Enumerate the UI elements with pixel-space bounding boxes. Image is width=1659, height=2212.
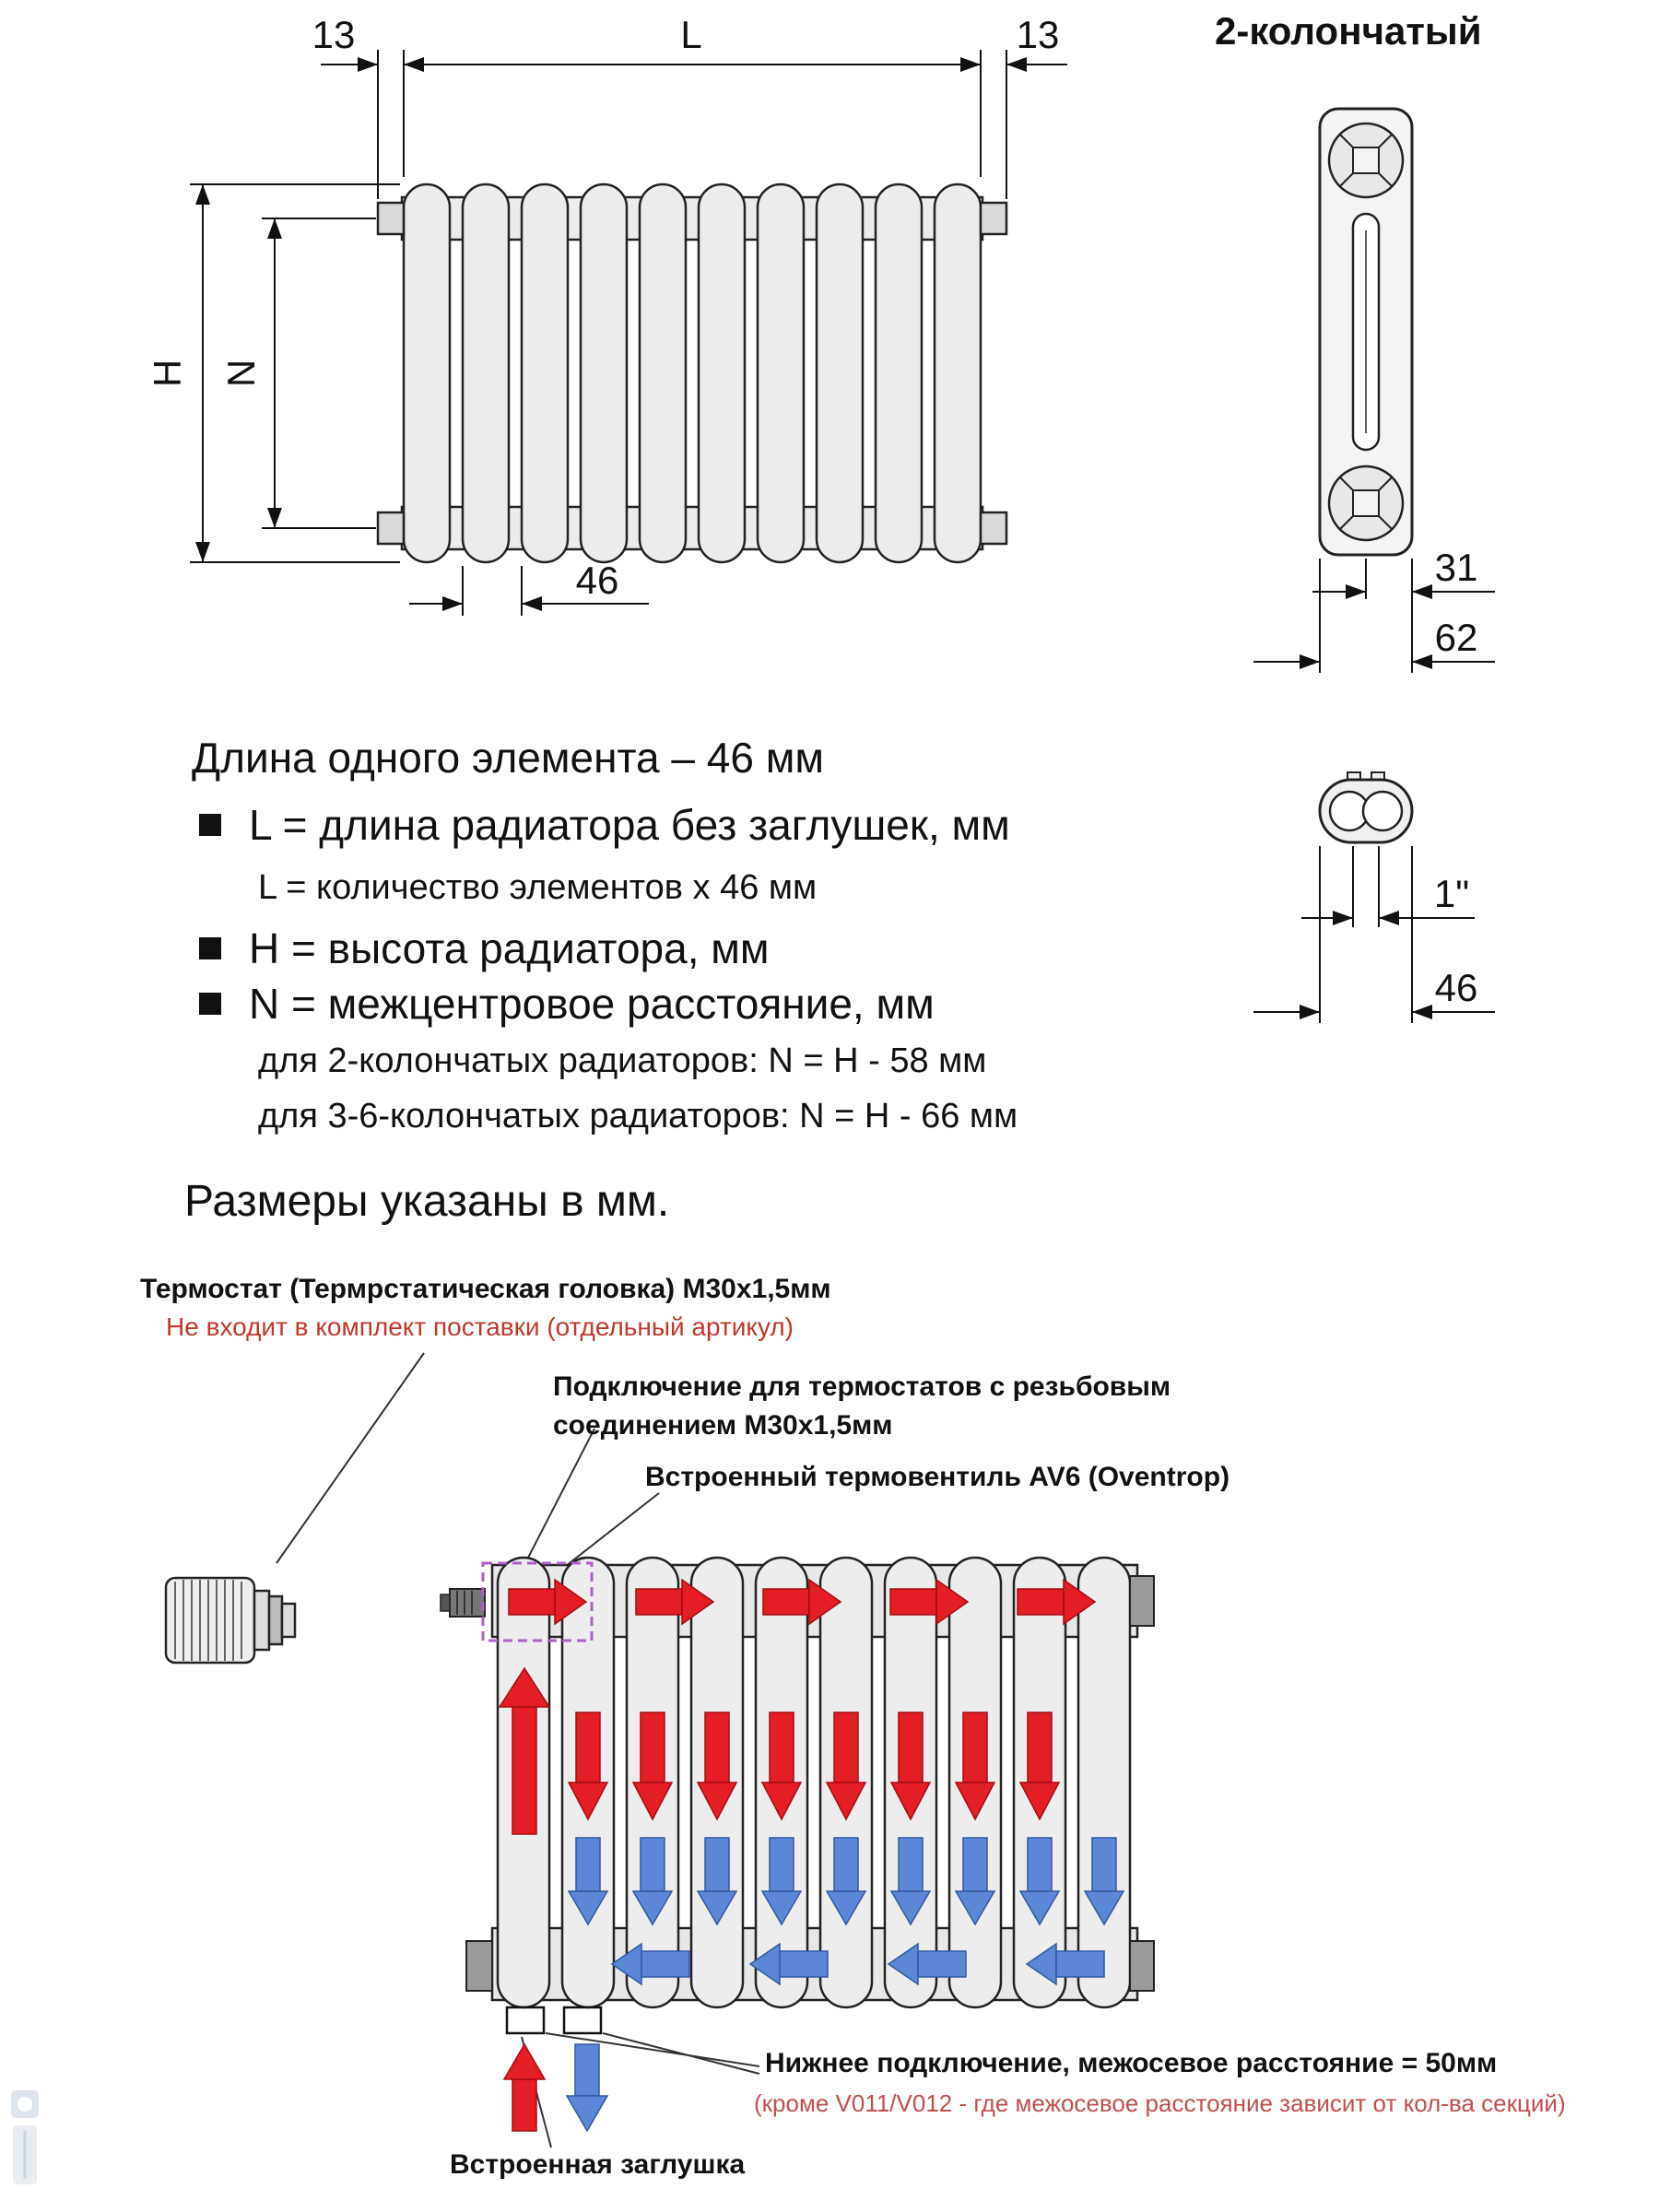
bottom-connection-note: (кроме V011/V012 - где межосевое расстоя… [754, 2089, 1566, 2117]
legend-H-label: H = высота радиатора, мм [249, 924, 770, 972]
legend-N-sub1: для 2-колончатых радиаторов: N = H - 58 … [258, 1041, 987, 1080]
leader-lines [276, 1352, 760, 2148]
valve-dashed-outline [481, 1561, 594, 1642]
valve-stub [440, 1588, 486, 1618]
connection-label-line2: соединением М30х1,5мм [553, 1410, 893, 1441]
dimension-left [190, 183, 400, 563]
radiator-front-view [376, 182, 1008, 564]
dimension-left-arrows [195, 184, 282, 562]
legend-L-sub: L = количество элементов x 46 мм [258, 868, 818, 907]
legend-intro: Длина одного элемента – 46 мм [192, 734, 824, 782]
dim-height: H [146, 359, 189, 387]
dimension-top-arrows [358, 57, 1027, 72]
dim-length: L [680, 13, 701, 56]
thermostat-head [164, 1576, 297, 1665]
dimension-drawing: 13 L 13 H N 46 [146, 13, 1495, 1023]
dim-thread: 1" [1434, 872, 1469, 915]
radiator-sections [402, 182, 982, 564]
column-type-title: 2-колончатый [1215, 9, 1482, 53]
bottom-connection-ports [505, 2006, 603, 2035]
flow-diagram [11, 1352, 1155, 2184]
hot-flow-arrows [498, 1578, 1097, 2132]
legend-bullet-H: H = высота радиатора, мм [199, 924, 770, 973]
dimension-top [321, 50, 1067, 199]
legend-N-label: N = межцентровое расстояние, мм [249, 980, 935, 1028]
bullet-square-icon [199, 993, 221, 1015]
dim-cap-right: 13 [1017, 13, 1060, 56]
dim-depth: 62 [1435, 616, 1478, 659]
legend-N-sub2: для 3-6-колончатых радиаторов: N = H - 6… [258, 1097, 1018, 1135]
bullet-square-icon [199, 937, 221, 959]
thermostat-note: Не входит в комплект поставки (отдельный… [166, 1312, 794, 1341]
connection-label-line1: Подключение для термостатов с резьбовым [553, 1371, 1171, 1402]
dim-half-depth: 31 [1435, 546, 1478, 589]
watermark [11, 2090, 39, 2184]
radiator-side-view [1318, 107, 1414, 557]
dim-centers: N [219, 359, 263, 387]
plug-label: Встроенная заглушка [450, 2149, 746, 2180]
dimension-element-width-arrows [442, 596, 542, 611]
cap-bottom-right [1129, 1940, 1155, 1992]
legend-bullet-L: L = длина радиатора без заглушек, мм [199, 800, 1010, 850]
dimension-thread-arrows [1300, 911, 1432, 1019]
bullet-square-icon [199, 814, 221, 836]
thermostat-label: Термостат (Термрстатическая головка) М30… [140, 1274, 831, 1304]
radiator-top-view [1318, 771, 1414, 844]
cap-top-right [1129, 1575, 1155, 1627]
legend-bullet-N: N = межцентровое расстояние, мм [199, 979, 935, 1029]
cap-bottom-left [465, 1940, 493, 1992]
dim-cap-left: 13 [312, 13, 356, 56]
valve-label: Встроенный термовентиль AV6 (Oventrop) [645, 1462, 1230, 1492]
dim-element-length: 46 [1435, 966, 1478, 1009]
bottom-connection-label: Нижнее подключение, межосевое расстояние… [765, 2048, 1498, 2078]
dim-element-width: 46 [576, 559, 619, 602]
cold-flow-arrows [565, 1837, 1125, 2133]
dimension-depth-arrows [1300, 584, 1432, 669]
end-caps [376, 201, 1008, 546]
legend-footer: Размеры указаны в мм. [184, 1177, 670, 1226]
legend-L-label: L = длина радиатора без заглушек, мм [249, 801, 1010, 849]
